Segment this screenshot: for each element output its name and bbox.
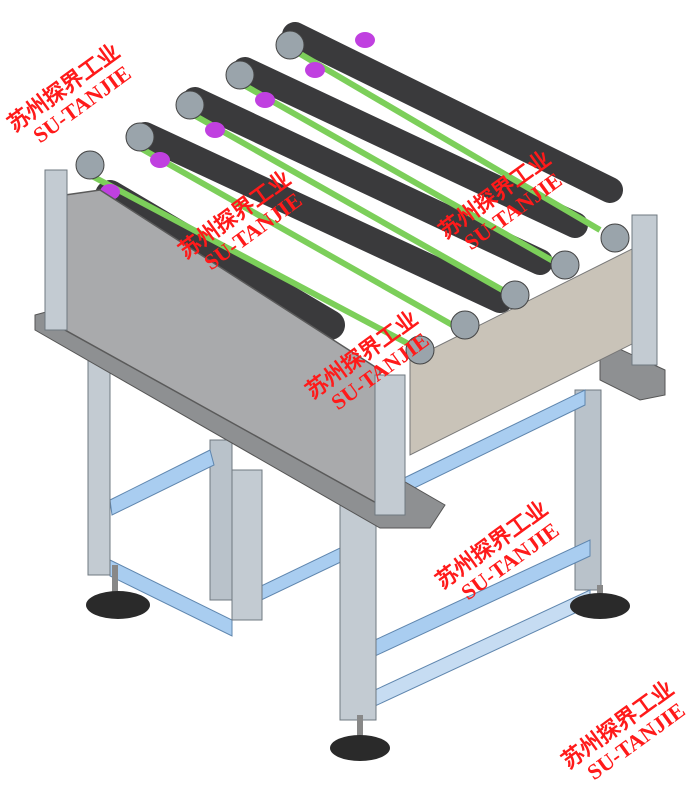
- leveling-feet: [86, 565, 630, 761]
- sprockets: [75, 30, 630, 365]
- drive-shafts: [88, 42, 602, 353]
- rollers: [95, 22, 623, 340]
- corner-post: [374, 374, 406, 516]
- corner-post-right: [631, 214, 658, 366]
- roller-conveyor-render: [34, 22, 666, 761]
- front-legs: [87, 349, 377, 721]
- bearings: [100, 32, 375, 200]
- corner-post-left: [44, 169, 68, 331]
